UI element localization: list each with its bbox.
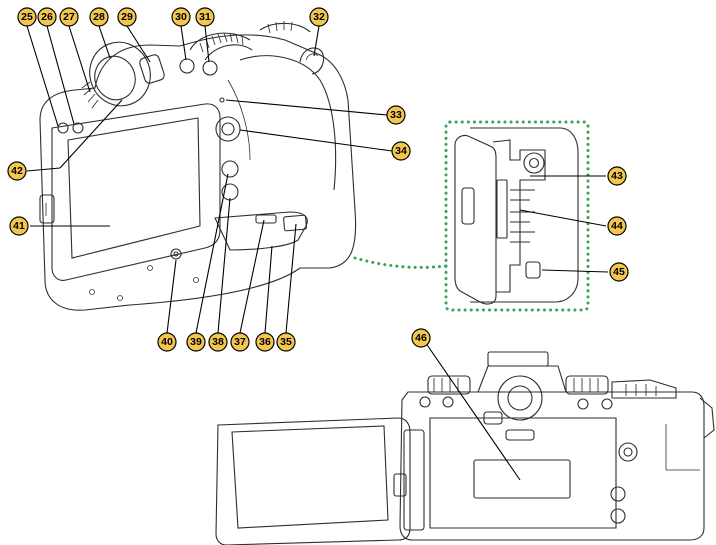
svg-text:40: 40 xyxy=(161,336,173,348)
callout-38: 38 xyxy=(208,332,228,352)
callout-39: 39 xyxy=(186,332,206,352)
camera-rear-view xyxy=(39,21,357,311)
svg-text:44: 44 xyxy=(611,220,623,232)
callout-36: 36 xyxy=(255,332,275,352)
camera2-top-dials xyxy=(427,375,677,399)
svg-text:38: 38 xyxy=(212,336,224,348)
callout-45: 45 xyxy=(609,262,629,282)
svg-text:45: 45 xyxy=(613,266,625,278)
svg-text:39: 39 xyxy=(190,336,202,348)
svg-text:34: 34 xyxy=(395,145,407,157)
callout-44: 44 xyxy=(607,216,627,236)
svg-text:31: 31 xyxy=(199,11,211,23)
svg-text:42: 42 xyxy=(11,165,23,177)
svg-text:43: 43 xyxy=(611,170,623,182)
callout-25: 25 xyxy=(17,7,37,27)
callout-31: 31 xyxy=(195,7,215,27)
svg-text:35: 35 xyxy=(280,336,292,348)
svg-text:27: 27 xyxy=(63,11,75,23)
svg-text:36: 36 xyxy=(259,336,271,348)
callout-40: 40 xyxy=(157,332,177,352)
svg-text:46: 46 xyxy=(415,332,427,344)
leader-lines xyxy=(26,25,609,481)
callout-30: 30 xyxy=(171,7,191,27)
callout-43: 43 xyxy=(607,166,627,186)
callout-37: 37 xyxy=(230,332,250,352)
callout-32: 32 xyxy=(309,7,329,27)
callout-26: 26 xyxy=(37,7,57,27)
callout-28: 28 xyxy=(89,7,109,27)
svg-text:25: 25 xyxy=(21,11,33,23)
callout-27: 27 xyxy=(59,7,79,27)
callout-29: 29 xyxy=(117,7,137,27)
callout-41: 41 xyxy=(9,216,29,236)
battery-chamber-inset xyxy=(353,120,590,312)
svg-text:26: 26 xyxy=(41,11,53,23)
callout-33: 33 xyxy=(386,105,406,125)
callout-35: 35 xyxy=(276,332,296,352)
svg-text:41: 41 xyxy=(13,220,25,232)
callout-34: 34 xyxy=(391,141,411,161)
svg-text:37: 37 xyxy=(234,336,246,348)
svg-text:32: 32 xyxy=(313,11,325,23)
camera-rear-view-flip-screen xyxy=(215,351,715,545)
svg-text:29: 29 xyxy=(121,11,133,23)
callout-42: 42 xyxy=(7,161,27,181)
svg-text:33: 33 xyxy=(390,109,402,121)
svg-text:28: 28 xyxy=(93,11,105,23)
callout-46: 46 xyxy=(411,328,431,348)
svg-text:30: 30 xyxy=(175,11,187,23)
